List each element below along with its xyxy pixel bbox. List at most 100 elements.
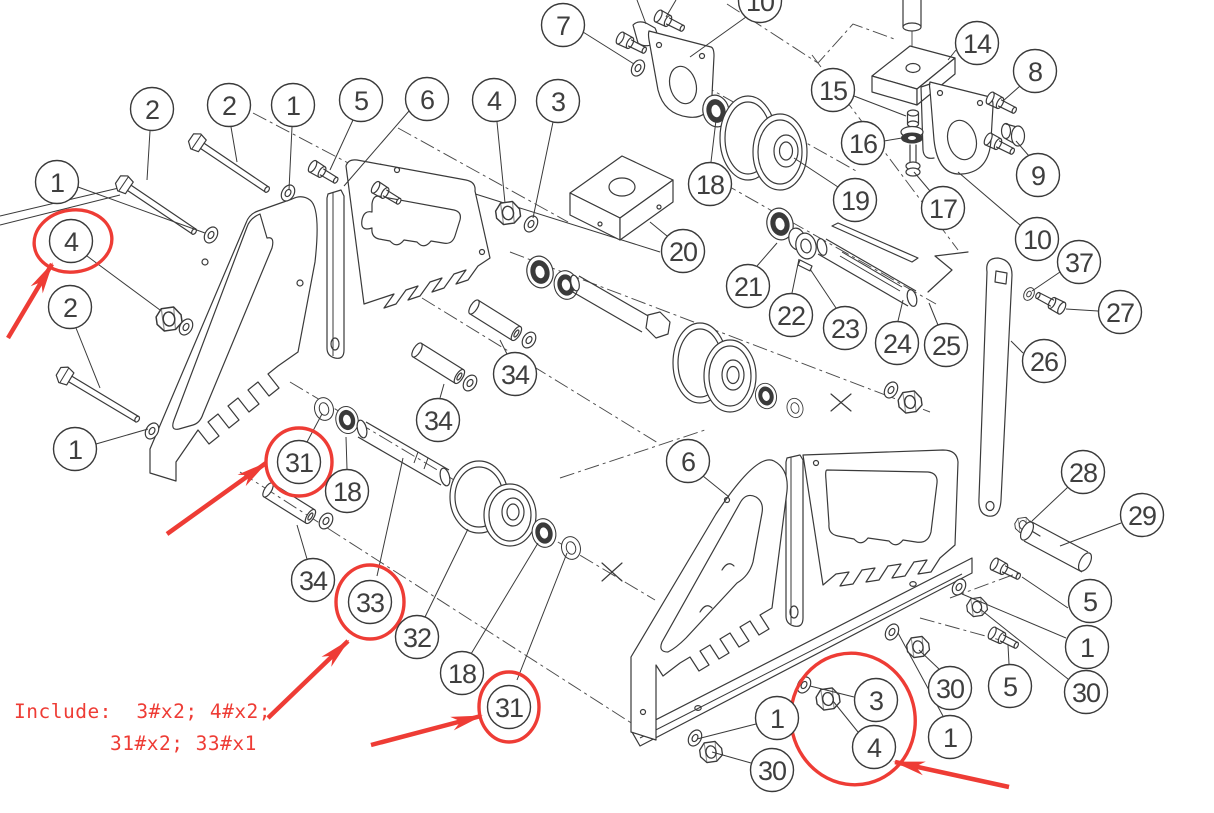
callout-circle	[810, 67, 856, 113]
callout-5: 5	[338, 77, 384, 123]
red-arrow	[165, 461, 268, 536]
leader-line	[853, 95, 907, 117]
tension-block-and-bracket	[871, 0, 1026, 177]
callout-circle	[48, 218, 94, 264]
leader-line	[665, 0, 677, 18]
callout-circle	[415, 397, 461, 443]
callout-number: 9	[1031, 161, 1045, 191]
callout-circle	[471, 77, 517, 123]
callout-18: 18	[324, 468, 370, 514]
callout-circle	[1119, 492, 1165, 538]
callout-number: 26	[1030, 347, 1058, 377]
callout-circle	[1015, 152, 1061, 198]
callout-number: 28	[1069, 458, 1097, 488]
callout-number: 4	[867, 733, 882, 763]
callout-circle	[687, 161, 733, 207]
leader-lines	[75, 0, 1122, 764]
leader-line	[516, 552, 568, 681]
callout-2: 2	[206, 82, 252, 128]
callout-34: 34	[290, 557, 336, 603]
callout-33: 33	[347, 579, 393, 625]
callout-number: 1	[50, 168, 64, 198]
callout-circle	[987, 663, 1033, 709]
callout-6: 6	[404, 76, 450, 122]
leader-line	[809, 268, 837, 309]
callout-number: 19	[841, 186, 869, 216]
callout-number: 29	[1128, 501, 1156, 531]
callout-circle	[540, 2, 586, 48]
leader-line	[288, 126, 293, 191]
callout-circle	[920, 185, 966, 231]
red-highlight-ring	[32, 208, 114, 274]
callout-24: 24	[874, 320, 920, 366]
callout-number: 6	[420, 85, 434, 115]
red-arrow	[266, 639, 350, 720]
callout-1: 1	[927, 714, 973, 760]
callout-31: 31	[486, 684, 532, 730]
callout-number: 17	[929, 194, 957, 224]
leader-line	[756, 242, 778, 267]
callout-34: 34	[492, 351, 538, 397]
callout-10: 10	[737, 0, 783, 24]
callout-circle	[923, 322, 969, 368]
callout-32: 32	[394, 614, 440, 660]
callout-circle	[737, 0, 783, 24]
callout-circle	[486, 684, 532, 730]
callout-circle	[276, 439, 322, 485]
callout-circle	[439, 650, 485, 696]
callout-22: 22	[768, 292, 814, 338]
callout-15: 15	[810, 67, 856, 113]
leader-line	[793, 157, 839, 188]
callout-8: 8	[1012, 48, 1058, 94]
callout-circle	[1064, 624, 1110, 670]
leader-line	[918, 649, 940, 670]
include-note-line2: 31#x2; 33#x1	[110, 732, 257, 755]
leader-line	[532, 121, 554, 219]
callout-circle	[665, 438, 711, 484]
callout-circle	[324, 468, 370, 514]
callout-number: 6	[681, 447, 695, 477]
fasteners	[53, 129, 1024, 764]
callout-18: 18	[439, 650, 485, 696]
callout-10: 10	[1014, 216, 1060, 262]
callout-21: 21	[725, 263, 771, 309]
callout-number: 32	[403, 623, 431, 653]
callout-6: 6	[665, 438, 711, 484]
callout-number: 31	[285, 448, 313, 478]
callout-14: 14	[954, 20, 1000, 66]
callout-19: 19	[832, 177, 878, 223]
callout-circle	[47, 284, 93, 330]
callout-number: 34	[424, 406, 453, 436]
callout-20: 20	[660, 228, 706, 274]
leader-line	[913, 171, 931, 192]
callout-number: 30	[936, 674, 964, 704]
leader-line	[95, 428, 149, 445]
callout-circle	[660, 228, 706, 274]
callout-number: 37	[1065, 248, 1093, 278]
callout-number: 1	[770, 704, 784, 734]
leader-line	[928, 302, 939, 326]
callout-circle	[927, 714, 973, 760]
callout-16: 16	[840, 120, 886, 166]
callout-1: 1	[754, 695, 800, 741]
callout-number: 4	[487, 86, 502, 116]
leader-line	[1031, 271, 1061, 292]
callout-circle	[347, 579, 393, 625]
callout-circle	[768, 292, 814, 338]
callout-17: 17	[920, 185, 966, 231]
leader-line	[306, 413, 323, 443]
leader-line	[791, 258, 800, 294]
callout-number: 18	[333, 477, 361, 507]
callout-circle	[874, 320, 920, 366]
callout-5: 5	[987, 663, 1033, 709]
callout-number: 1	[68, 435, 82, 465]
callout-1: 1	[270, 82, 316, 128]
leader-line	[75, 327, 101, 389]
callout-number: 30	[758, 756, 786, 786]
idler-bracket-and-pulley	[569, 8, 808, 241]
leader-line	[424, 528, 469, 618]
callout-number: 4	[64, 227, 79, 257]
leader-line	[439, 383, 445, 399]
